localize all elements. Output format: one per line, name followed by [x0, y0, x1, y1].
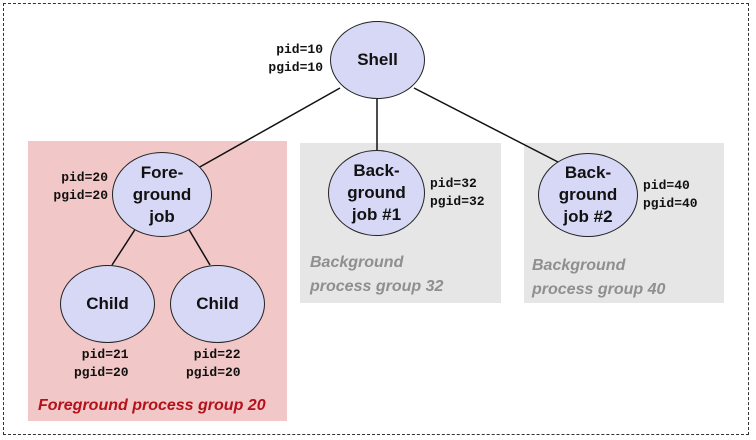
- background-job-2-pgid: pgid=40: [643, 196, 698, 211]
- child-2-pgid: pgid=20: [186, 365, 241, 380]
- background-job-2-ids: pid=40 pgid=40: [643, 177, 698, 213]
- foreground-job-pid: pid=20: [61, 170, 108, 185]
- edge-shell-foreground: [197, 87, 341, 169]
- edge-shell-background-2: [413, 87, 559, 163]
- child-1-ids: pid=21 pgid=20: [74, 346, 129, 382]
- background-group-40-label: Background process group 40: [532, 257, 666, 298]
- background-job-1-node: Back- ground job #1: [328, 150, 425, 236]
- shell-ids: pid=10 pgid=10: [250, 41, 323, 77]
- child-2-ids: pid=22 pgid=20: [186, 346, 241, 382]
- shell-pgid: pgid=10: [268, 60, 323, 75]
- background-job-1-pgid: pgid=32: [430, 194, 485, 209]
- diagram-frame: [3, 3, 749, 435]
- child-1-pid: pid=21: [81, 347, 129, 362]
- shell-pid: pid=10: [276, 42, 323, 57]
- edge-foreground-child-2: [187, 227, 211, 266]
- foreground-job-ids: pid=20 pgid=20: [36, 169, 108, 205]
- edge-foreground-child-1: [111, 227, 137, 266]
- background-group-32-label: Background process group 32: [310, 254, 444, 295]
- child-2-node: Child: [170, 265, 265, 343]
- foreground-job-pgid: pgid=20: [53, 188, 108, 203]
- background-job-2-pid: pid=40: [643, 178, 690, 193]
- foreground-group-label: Foreground process group 20: [38, 397, 266, 414]
- shell-node: Shell: [330, 21, 425, 99]
- background-job-1-ids: pid=32 pgid=32: [430, 175, 485, 211]
- child-1-pgid: pgid=20: [74, 365, 129, 380]
- child-2-pid: pid=22: [193, 347, 241, 362]
- child-1-node: Child: [60, 265, 155, 343]
- background-job-1-pid: pid=32: [430, 176, 477, 191]
- background-job-2-node: Back- ground job #2: [538, 153, 638, 237]
- foreground-job-node: Fore- ground job: [112, 152, 212, 237]
